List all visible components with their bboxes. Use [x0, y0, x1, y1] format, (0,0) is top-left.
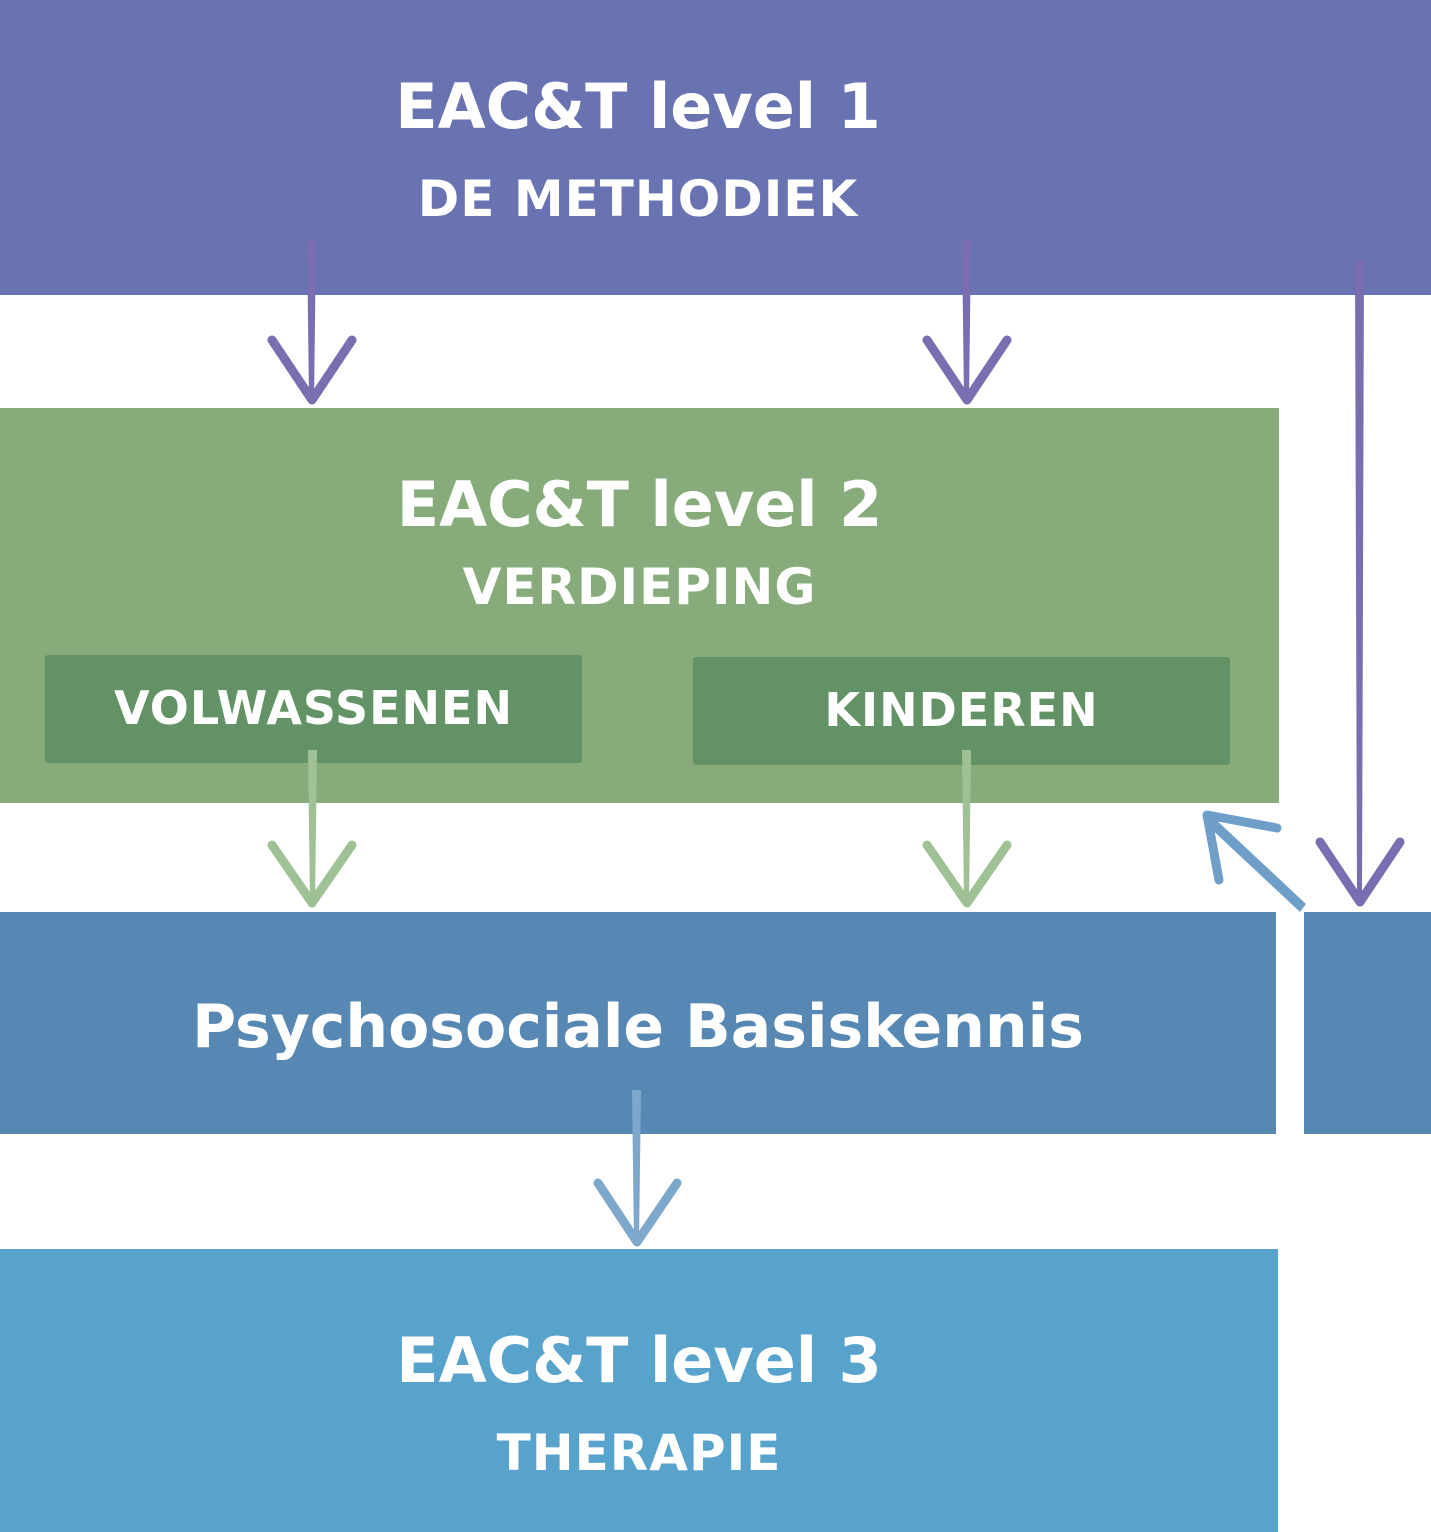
- level2-subtitle: VERDIEPING: [462, 558, 817, 616]
- level2-title: EAC&T level 2: [396, 468, 883, 541]
- level1-title: EAC&T level 1: [395, 70, 881, 143]
- level2-volwassenen-label: VOLWASSENEN: [114, 681, 513, 735]
- psychosociale-side-block: [1304, 912, 1431, 1134]
- psychosociale-title: Psychosociale Basiskennis: [192, 992, 1084, 1062]
- arrow-level1-to-psychosociale-side: [1315, 260, 1405, 907]
- level3-title: EAC&T level 3: [396, 1324, 882, 1397]
- level2-block: EAC&T level 2 VERDIEPING VOLWASSENEN KIN…: [0, 408, 1279, 803]
- psychosociale-block: Psychosociale Basiskennis: [0, 912, 1276, 1134]
- level1-block: EAC&T level 1 DE METHODIEK: [0, 0, 1431, 295]
- level1-subtitle: DE METHODIEK: [417, 170, 859, 228]
- level3-subtitle: THERAPIE: [496, 1424, 782, 1482]
- level2-kinderen-box: KINDEREN: [693, 657, 1230, 765]
- level3-block: EAC&T level 3 THERAPIE: [0, 1249, 1278, 1532]
- level2-kinderen-label: KINDEREN: [824, 683, 1099, 737]
- level2-volwassenen-box: VOLWASSENEN: [45, 655, 582, 763]
- arrow-side-to-level2: [1202, 810, 1306, 912]
